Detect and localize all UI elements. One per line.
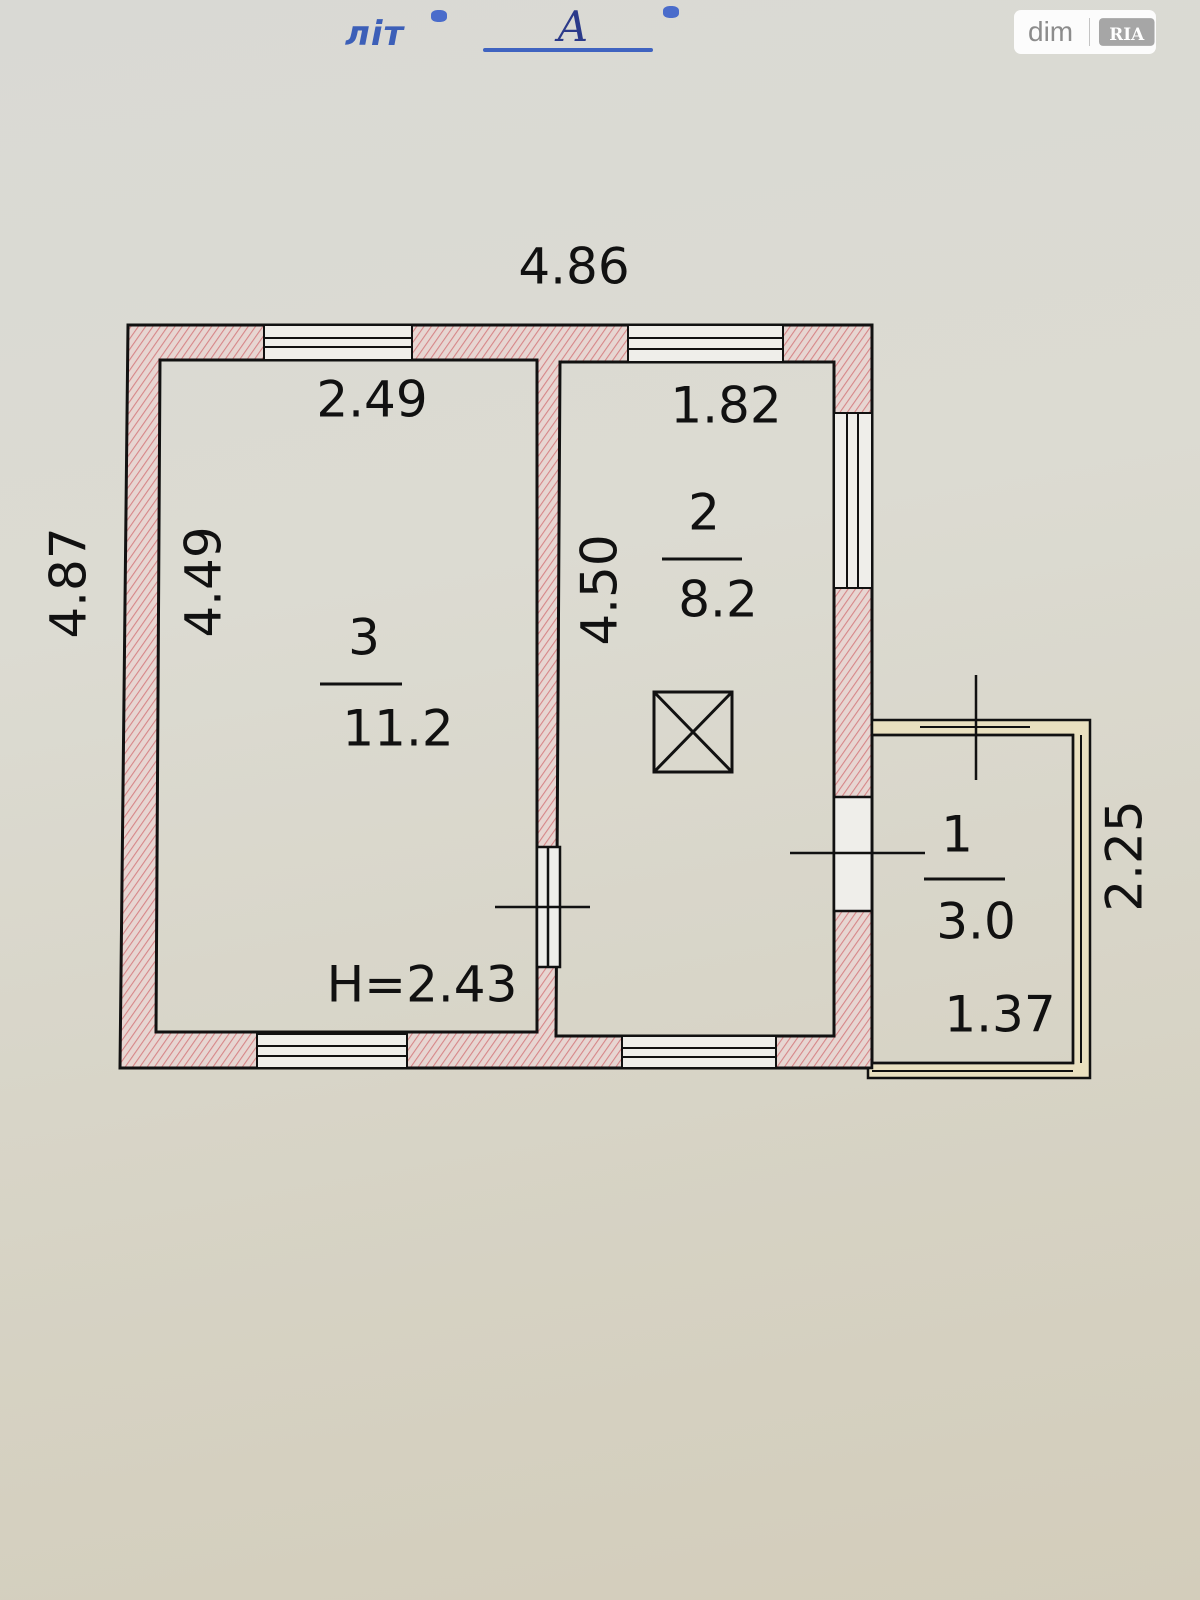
stamp-letter: А: [557, 2, 589, 51]
room-2-length: 4.50: [571, 534, 629, 645]
windows: [256, 324, 873, 1069]
room-2-width: 1.82: [670, 377, 781, 435]
stamp-dot: [663, 6, 679, 18]
watermark-divider: [1089, 18, 1091, 46]
room-3-length: 4.49: [175, 526, 233, 637]
window-top-left: [263, 324, 413, 361]
room-1-width: 1.37: [944, 986, 1055, 1044]
watermark-brand: dim: [1028, 16, 1074, 47]
room-1-number: 1: [941, 806, 973, 864]
dim-ria-watermark: dim RIA: [1014, 10, 1156, 54]
overall-width-label: 4.86: [518, 238, 629, 296]
stamp-label: літ: [345, 14, 405, 54]
room-2-number: 2: [688, 484, 720, 542]
room-1-enclosure: [866, 675, 1092, 1080]
ceiling-height-label: H=2.43: [327, 956, 518, 1014]
room-3-area: 11.2: [342, 700, 453, 758]
door-room2-balcony: [790, 795, 925, 913]
door-room3-room2: [495, 845, 590, 969]
registry-stamp: літ А: [345, 2, 685, 58]
stamp-underline: [483, 48, 653, 52]
overall-height-label: 4.87: [40, 527, 98, 638]
room-2-area: 8.2: [678, 571, 758, 629]
stamp-dot: [431, 10, 447, 22]
window-top-right: [627, 324, 784, 363]
window-right: [833, 412, 873, 589]
room-1-area: 3.0: [936, 893, 1016, 951]
window-bottom-right: [621, 1035, 777, 1069]
ria-logo-icon: RIA: [1099, 18, 1155, 46]
balcony-height-label: 2.25: [1096, 800, 1154, 911]
window-bottom-left: [256, 1033, 408, 1069]
doors: [495, 795, 925, 969]
watermark-logo: RIA: [1110, 24, 1146, 44]
stove-cross-icon: [652, 690, 734, 774]
room-3-width: 2.49: [316, 371, 427, 429]
room-3-number: 3: [348, 609, 380, 667]
